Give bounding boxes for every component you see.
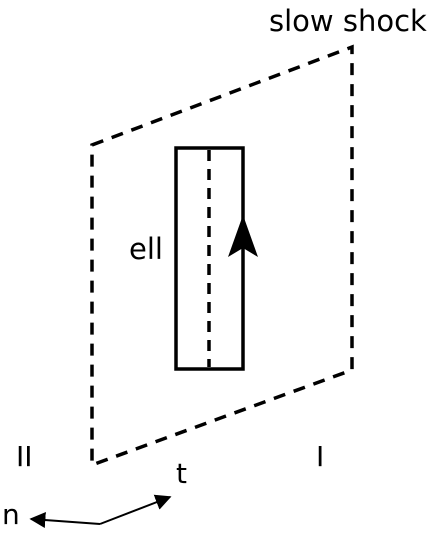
shock-label: slow shock	[269, 4, 427, 38]
cell-loop	[174, 146, 245, 371]
axis-t-label: t	[176, 457, 187, 490]
region-right-label: I	[316, 440, 324, 473]
axis-t-arrow	[99, 494, 172, 525]
cell-label: ell	[129, 232, 163, 266]
loop-direction-arrow	[228, 215, 258, 257]
axis-n-arrow	[29, 512, 101, 529]
region-left-label: II	[16, 440, 33, 473]
axis-n-label: n	[2, 498, 20, 531]
